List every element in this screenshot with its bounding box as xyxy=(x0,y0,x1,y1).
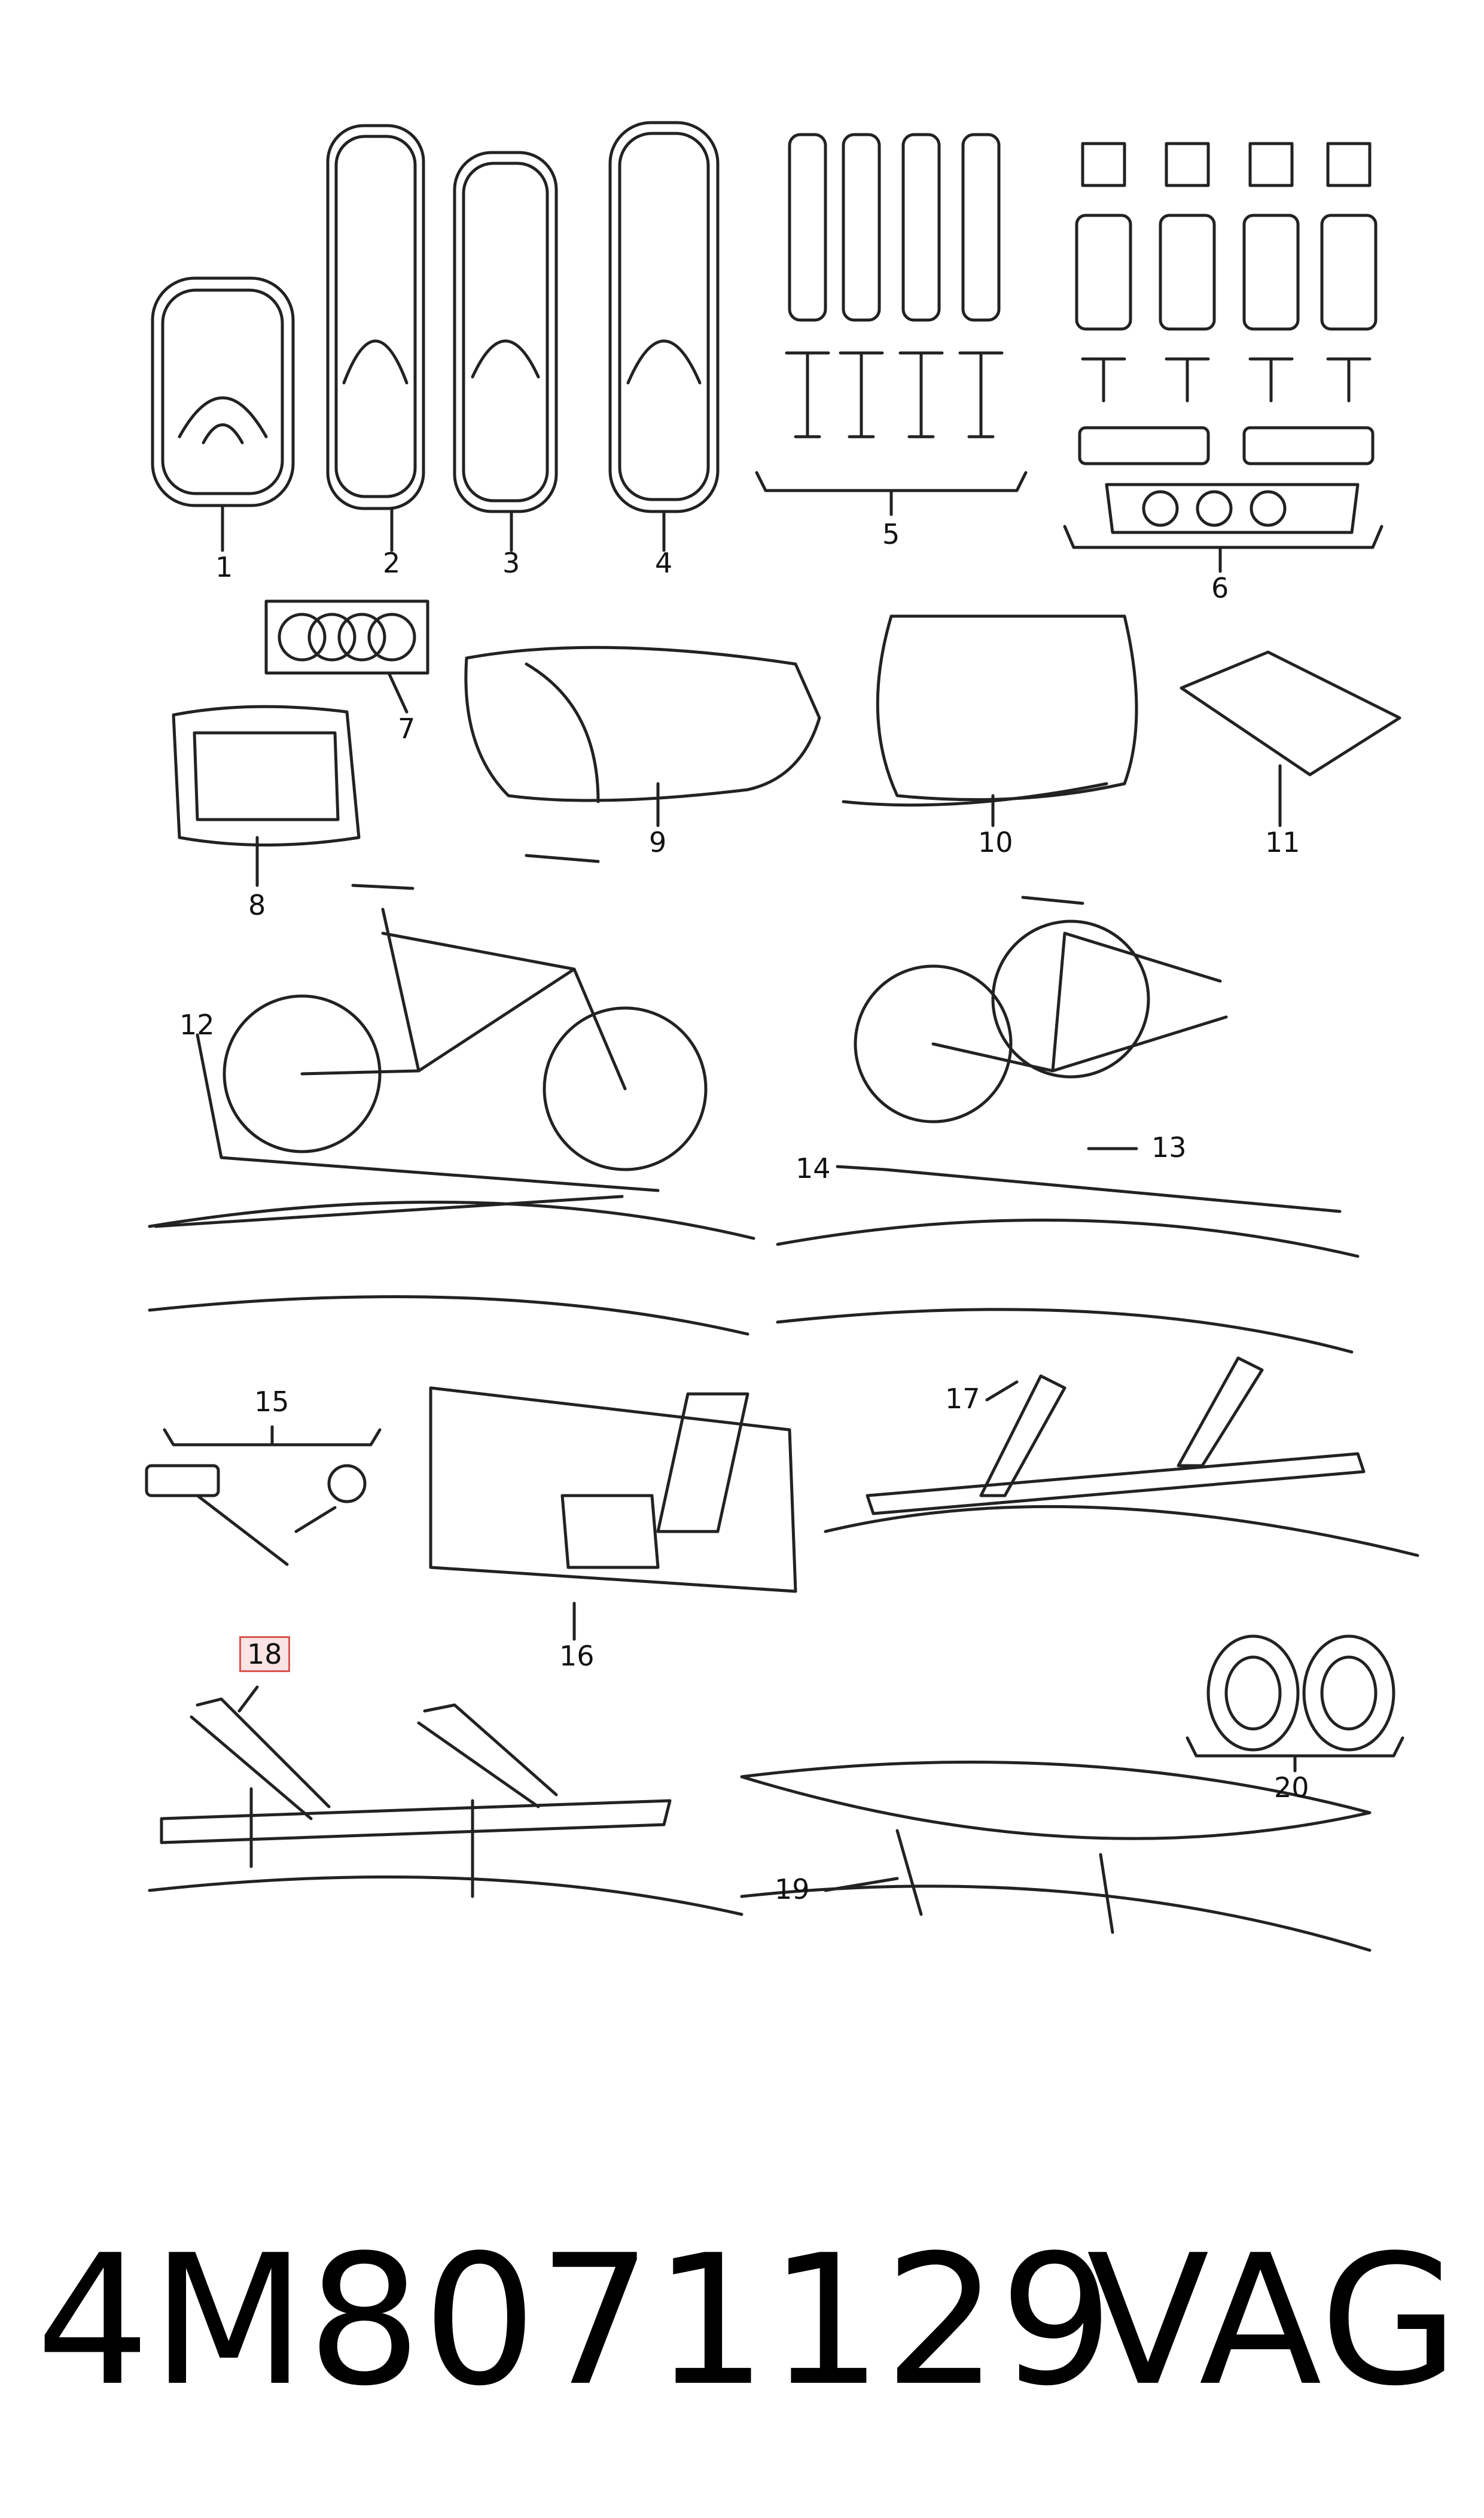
callout-6: 6 xyxy=(1211,572,1229,604)
roof-box-3-drawing xyxy=(453,151,558,513)
part-number: 4M8071129 xyxy=(36,2216,1115,2425)
roof-box-2-drawing xyxy=(326,124,425,510)
callout-12: 12 xyxy=(179,1009,215,1041)
adapter-set-6-drawing xyxy=(1063,142,1384,573)
callout-15: 15 xyxy=(254,1386,290,1418)
callout-8: 8 xyxy=(248,889,266,921)
callout-1: 1 xyxy=(215,551,233,583)
ski-carrier-18-drawing xyxy=(148,1685,743,1916)
storage-bag-9-drawing xyxy=(464,646,821,827)
logo-sticker-7-drawing xyxy=(264,599,429,714)
key-set-15-drawing xyxy=(145,1425,382,1566)
callout-4: 4 xyxy=(655,547,673,579)
callout-11: 11 xyxy=(1265,826,1300,858)
callout-7: 7 xyxy=(398,713,416,745)
straps-20-drawing xyxy=(1186,1634,1404,1773)
callout-10: 10 xyxy=(978,826,1013,858)
bike-carrier-12-drawing xyxy=(148,854,755,1336)
callout-20: 20 xyxy=(1274,1771,1309,1804)
callout-9: 9 xyxy=(649,826,667,858)
pouch-11-drawing xyxy=(1180,650,1401,827)
bike-carrier-13-14-drawing xyxy=(776,896,1360,1354)
callout-16: 16 xyxy=(559,1640,595,1672)
roof-box-1-drawing xyxy=(151,276,295,507)
kayak-carrier-19-drawing xyxy=(740,1761,1372,1952)
storage-bag-8-drawing xyxy=(172,705,361,887)
brand-label: VAG xyxy=(1086,2216,1460,2425)
callout-2: 2 xyxy=(383,547,401,579)
ski-carrier-17-drawing xyxy=(824,1356,1419,1557)
rail-adapter-16-drawing xyxy=(429,1386,797,1641)
callout-17: 17 xyxy=(945,1383,980,1415)
callout-3: 3 xyxy=(502,547,520,579)
parts-diagram xyxy=(145,121,1419,1952)
callout-13: 13 xyxy=(1151,1131,1187,1164)
clamp-set-5-drawing xyxy=(755,133,1028,516)
callout-19: 19 xyxy=(775,1873,810,1905)
storage-bag-10-drawing xyxy=(842,614,1138,827)
callout-14: 14 xyxy=(796,1152,831,1185)
footer: 4M8071129 VAG xyxy=(24,2231,1460,2429)
callout-5: 5 xyxy=(882,518,900,550)
callout-18: 18 xyxy=(239,1636,290,1672)
roof-box-4-drawing xyxy=(608,121,720,513)
